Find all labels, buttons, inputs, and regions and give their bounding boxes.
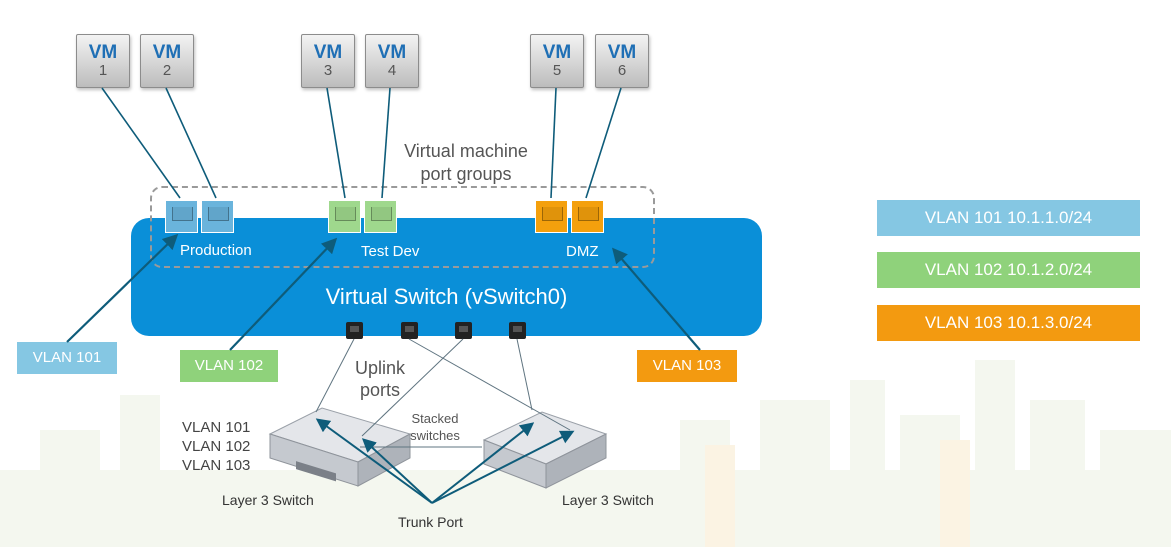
port-group-production-label: Production xyxy=(180,242,252,259)
vm-title: VM xyxy=(607,42,637,63)
trunk-port-label: Trunk Port xyxy=(398,514,463,530)
legend-vlan-101: VLAN 101 10.1.1.0/24 xyxy=(877,200,1140,236)
vm-5[interactable]: VM 5 xyxy=(530,34,584,88)
switch-vlan-list: VLAN 101 VLAN 102 VLAN 103 xyxy=(182,418,250,475)
vlan-103-tag: VLAN 103 xyxy=(637,350,737,382)
vm-title: VM xyxy=(542,42,572,63)
stacked-switches-caption: Stacked switches xyxy=(396,410,474,444)
vm-number: 2 xyxy=(162,62,172,79)
layer3-switch-2-label: Layer 3 Switch xyxy=(562,492,654,508)
port-groups-caption-line1: Virtual machine xyxy=(404,141,528,161)
layer3-switch-1-icon[interactable] xyxy=(266,404,414,490)
vm-number: 5 xyxy=(552,62,562,79)
vm-number: 1 xyxy=(98,62,108,79)
vm-3[interactable]: VM 3 xyxy=(301,34,355,88)
dmz-port-2[interactable] xyxy=(571,200,604,233)
legend-vlan-102: VLAN 102 10.1.2.0/24 xyxy=(877,252,1140,288)
vm-2[interactable]: VM 2 xyxy=(140,34,194,88)
uplink-port-1[interactable] xyxy=(346,322,363,339)
uplink-port-4[interactable] xyxy=(509,322,526,339)
vlan-102-tag: VLAN 102 xyxy=(180,350,278,382)
port-groups-caption: Virtual machine port groups xyxy=(380,140,552,186)
uplink-caption-line1: Uplink xyxy=(354,358,406,378)
switch-vlan-102: VLAN 102 xyxy=(182,438,251,455)
vm-6[interactable]: VM 6 xyxy=(595,34,649,88)
port-group-dmz-label: DMZ xyxy=(566,243,599,260)
vm-title: VM xyxy=(377,42,407,63)
layer3-switch-1-label: Layer 3 Switch xyxy=(222,492,314,508)
uplink-caption-line2: ports xyxy=(359,380,401,400)
uplink-port-2[interactable] xyxy=(401,322,418,339)
production-port-1[interactable] xyxy=(165,200,198,233)
uplink-port-3[interactable] xyxy=(455,322,472,339)
vlan-101-tag: VLAN 101 xyxy=(17,342,117,374)
vm-number: 3 xyxy=(323,62,333,79)
vm-number: 4 xyxy=(387,62,397,79)
port-groups-caption-line2: port groups xyxy=(420,164,512,184)
vm-4[interactable]: VM 4 xyxy=(365,34,419,88)
dmz-port-1[interactable] xyxy=(535,200,568,233)
vm-title: VM xyxy=(88,42,118,63)
stacked-caption-line2: switches xyxy=(410,428,460,443)
switch-vlan-103: VLAN 103 xyxy=(182,457,251,474)
port-groups-outline xyxy=(150,186,655,268)
virtual-switch-label: Virtual Switch (vSwitch0) xyxy=(325,284,568,309)
switch-vlan-101: VLAN 101 xyxy=(182,419,251,436)
vm-title: VM xyxy=(152,42,182,63)
vm-title: VM xyxy=(313,42,343,63)
port-group-testdev-label: Test Dev xyxy=(361,243,420,260)
vm-1[interactable]: VM 1 xyxy=(76,34,130,88)
vm-number: 6 xyxy=(617,62,627,79)
stacked-caption-line1: Stacked xyxy=(411,411,459,426)
legend-vlan-103: VLAN 103 10.1.3.0/24 xyxy=(877,305,1140,341)
uplink-ports-caption: Uplink ports xyxy=(348,357,412,401)
production-port-2[interactable] xyxy=(201,200,234,233)
testdev-port-1[interactable] xyxy=(328,200,361,233)
testdev-port-2[interactable] xyxy=(364,200,397,233)
layer3-switch-2-icon[interactable] xyxy=(480,404,610,490)
